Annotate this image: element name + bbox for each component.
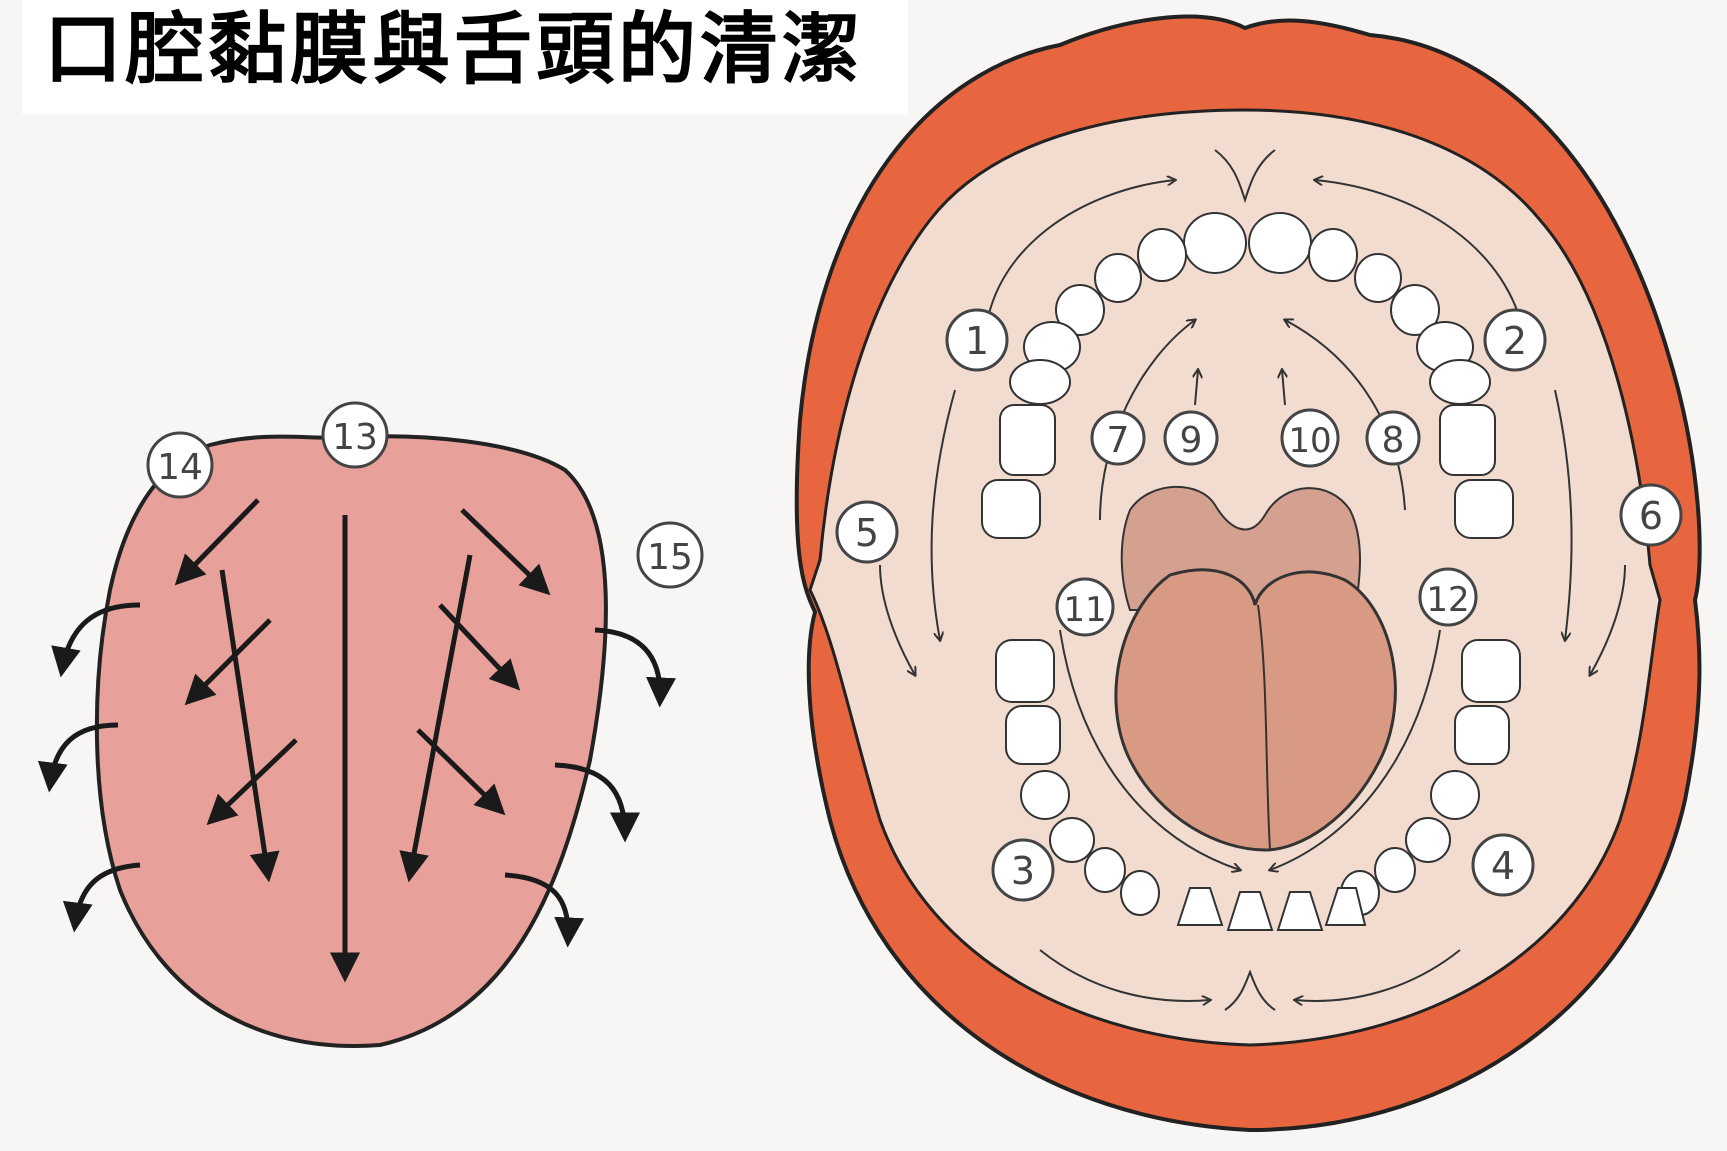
- tooth: [1355, 254, 1401, 302]
- tooth: [1050, 818, 1094, 862]
- tooth: [1121, 871, 1159, 915]
- mouth-label-3: 3: [993, 840, 1053, 900]
- svg-text:6: 6: [1639, 494, 1663, 538]
- svg-text:11: 11: [1063, 590, 1106, 630]
- tooth: [1184, 213, 1246, 273]
- tooth: [1006, 706, 1060, 764]
- tooth: [1430, 360, 1490, 404]
- tooth: [1406, 818, 1450, 862]
- tooth: [1309, 229, 1357, 281]
- svg-text:5: 5: [855, 511, 879, 555]
- svg-text:9: 9: [1180, 420, 1203, 461]
- mouth-label-6: 6: [1621, 485, 1681, 545]
- tooth: [982, 480, 1040, 538]
- mouth-label-5: 5: [837, 502, 897, 562]
- svg-text:12: 12: [1426, 580, 1469, 620]
- mouth-label-1: 1: [947, 310, 1007, 370]
- mouth-label-9: 9: [1165, 412, 1217, 464]
- tongue-diagram: 14 13 15: [50, 403, 702, 1046]
- tooth: [1440, 405, 1495, 475]
- svg-text:2: 2: [1503, 319, 1527, 363]
- tooth: [1000, 405, 1055, 475]
- tooth: [1375, 848, 1415, 892]
- tongue-shape: [97, 436, 606, 1046]
- svg-text:14: 14: [157, 447, 203, 488]
- tooth: [1249, 213, 1311, 273]
- svg-text:13: 13: [332, 417, 378, 458]
- tongue-label-14: 14: [148, 433, 212, 497]
- tooth: [1085, 848, 1125, 892]
- tooth: [1462, 640, 1520, 702]
- tongue-label-15: 15: [638, 523, 702, 587]
- tooth: [1095, 254, 1141, 302]
- tooth: [1021, 771, 1069, 819]
- tongue-label-13: 13: [323, 403, 387, 467]
- svg-text:4: 4: [1491, 844, 1515, 888]
- mouth-label-12: 12: [1420, 569, 1476, 625]
- svg-text:7: 7: [1107, 420, 1130, 461]
- tooth: [1455, 706, 1509, 764]
- mouth-label-10: 10: [1282, 410, 1338, 466]
- mouth-label-7: 7: [1092, 412, 1144, 464]
- tooth: [1431, 771, 1479, 819]
- tooth: [996, 640, 1054, 702]
- tooth: [1010, 360, 1070, 404]
- mouth-label-11: 11: [1057, 579, 1113, 635]
- mouth-label-2: 2: [1485, 310, 1545, 370]
- svg-text:1: 1: [965, 319, 989, 363]
- tooth: [1138, 229, 1186, 281]
- mouth-diagram: 1 2 3 4 5 6 7 9: [797, 17, 1700, 1130]
- svg-text:8: 8: [1382, 420, 1405, 461]
- mouth-label-4: 4: [1473, 835, 1533, 895]
- svg-text:3: 3: [1011, 849, 1035, 893]
- mouth-label-8: 8: [1367, 412, 1419, 464]
- svg-text:15: 15: [647, 537, 693, 578]
- tooth: [1455, 480, 1513, 538]
- svg-text:10: 10: [1288, 421, 1331, 461]
